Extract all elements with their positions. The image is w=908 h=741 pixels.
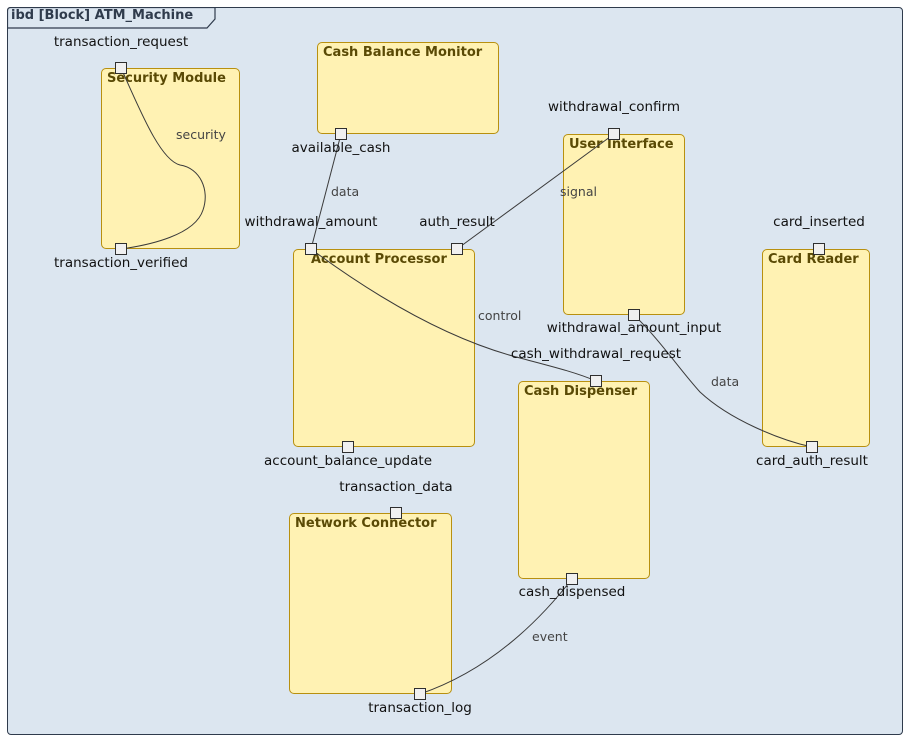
block-cash-balance-monitor[interactable]: Cash Balance Monitor xyxy=(317,42,499,134)
block-account-processor[interactable]: Account Processor xyxy=(293,249,475,447)
port-label: cash_withdrawal_request xyxy=(510,346,682,362)
port-account-balance-update[interactable] xyxy=(342,441,354,453)
port-label: card_inserted xyxy=(773,214,865,230)
port-label: auth_result xyxy=(419,214,495,230)
port-card-auth-result[interactable] xyxy=(806,441,818,453)
connector-label: event xyxy=(532,629,568,644)
port-label: cash_dispensed xyxy=(518,584,626,600)
frame-title-tab xyxy=(7,7,216,29)
port-cash-dispensed[interactable] xyxy=(566,573,578,585)
port-transaction-verified[interactable] xyxy=(115,243,127,255)
port-label: transaction_verified xyxy=(54,255,188,271)
block-title: User Interface xyxy=(569,137,674,152)
connector-label: signal xyxy=(560,184,597,199)
block-title: Card Reader xyxy=(768,252,859,267)
block-title: Cash Dispenser xyxy=(524,384,638,399)
port-label: withdrawal_amount xyxy=(244,214,378,230)
block-security-module[interactable]: Security Module xyxy=(101,68,240,249)
port-label: transaction_log xyxy=(368,700,472,716)
port-transaction-data[interactable] xyxy=(390,507,402,519)
block-title: Network Connector xyxy=(295,516,437,531)
port-withdrawal-confirm[interactable] xyxy=(608,128,620,140)
port-label: available_cash xyxy=(291,140,391,156)
connector-label: data xyxy=(331,184,360,199)
frame-title: ibd [Block] ATM_Machine xyxy=(11,8,194,23)
port-label: transaction_data xyxy=(339,479,453,495)
port-transaction-request[interactable] xyxy=(115,62,127,74)
port-label: withdrawal_confirm xyxy=(547,99,681,115)
port-withdrawal-amount-input[interactable] xyxy=(628,309,640,321)
port-auth-result[interactable] xyxy=(451,243,463,255)
connector-label: data xyxy=(711,374,740,389)
port-label: withdrawal_amount_input xyxy=(546,320,722,336)
port-label: card_auth_result xyxy=(756,453,868,469)
port-label: transaction_request xyxy=(53,34,189,50)
block-user-interface[interactable]: User Interface xyxy=(563,134,685,315)
port-transaction-log[interactable] xyxy=(414,688,426,700)
block-title: Cash Balance Monitor xyxy=(323,45,483,60)
block-card-reader[interactable]: Card Reader xyxy=(762,249,870,447)
block-title: Account Processor xyxy=(311,252,447,267)
connector-label: control xyxy=(478,308,522,323)
port-cash-withdrawal-request[interactable] xyxy=(590,375,602,387)
block-network-connector[interactable]: Network Connector xyxy=(289,513,452,694)
port-withdrawal-amount[interactable] xyxy=(305,243,317,255)
connector-label: security xyxy=(176,127,226,142)
port-available-cash[interactable] xyxy=(335,128,347,140)
block-cash-dispenser[interactable]: Cash Dispenser xyxy=(518,381,650,579)
port-card-inserted[interactable] xyxy=(813,243,825,255)
port-label: account_balance_update xyxy=(264,453,432,469)
